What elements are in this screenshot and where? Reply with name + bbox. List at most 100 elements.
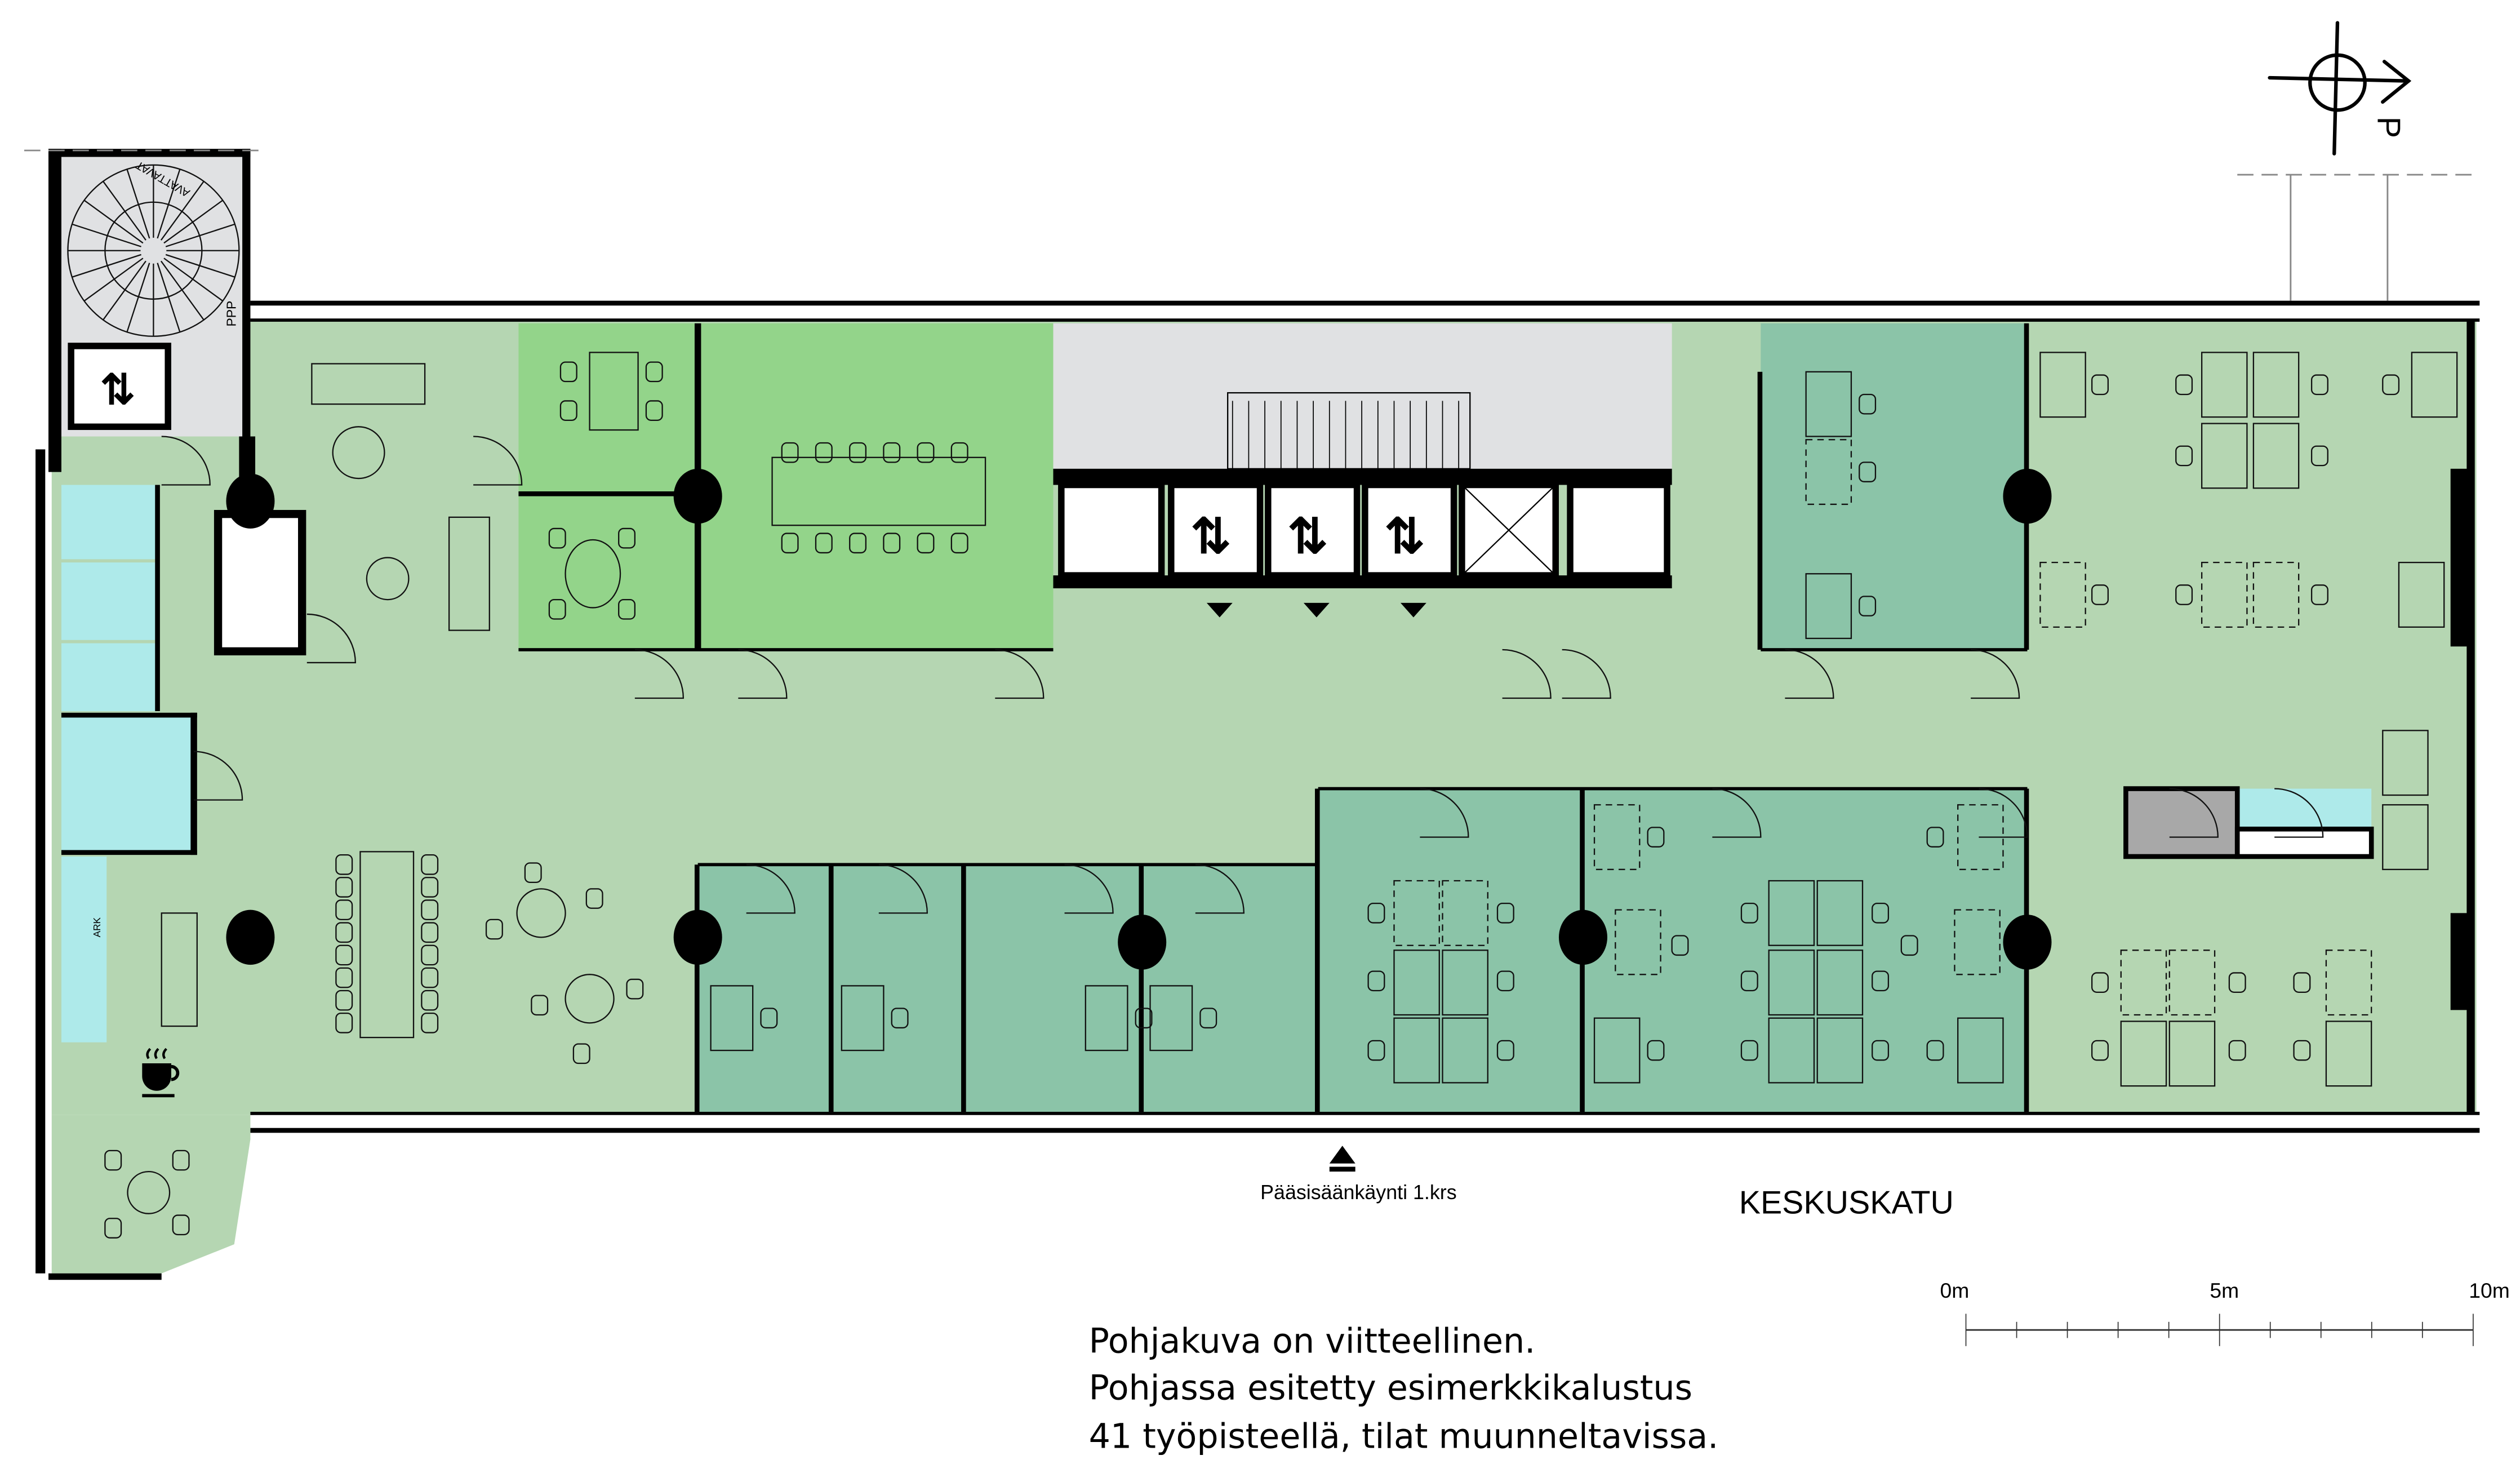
desk xyxy=(2398,562,2445,628)
door-swing xyxy=(194,751,243,801)
note-line-2: Pohjassa esitetty esimerkkikalustus xyxy=(1089,1368,1692,1408)
stair-tread xyxy=(163,199,224,244)
chair xyxy=(1859,596,1877,616)
desk xyxy=(1805,371,1852,437)
column xyxy=(673,909,722,965)
chair xyxy=(883,533,901,554)
workroom-4 xyxy=(1142,864,1318,1112)
chair xyxy=(572,1043,590,1064)
desk xyxy=(2325,1020,2372,1087)
column xyxy=(2003,468,2052,524)
scale-label-5: 5m xyxy=(2210,1279,2239,1302)
entrance-arrow-icon xyxy=(1329,1146,1355,1164)
desk xyxy=(1768,949,1815,1016)
chair xyxy=(1367,1040,1385,1061)
scale-label-0: 0m xyxy=(1940,1279,1970,1302)
door-swing xyxy=(1195,864,1245,914)
bottom-facade-outer xyxy=(250,1128,2480,1133)
desk xyxy=(2168,1020,2216,1087)
desk xyxy=(1816,949,1864,1016)
left-outer-wall xyxy=(48,149,61,472)
chair xyxy=(1199,1008,1217,1029)
chair xyxy=(524,862,542,884)
entrance-label: Pääsisäänkäynti 1.krs xyxy=(1260,1181,1457,1204)
chair xyxy=(950,533,968,554)
chair xyxy=(421,877,439,898)
chair xyxy=(421,899,439,920)
chair xyxy=(1496,1040,1514,1061)
door-swing xyxy=(1971,649,2020,699)
entrance-bar xyxy=(1329,1166,1355,1172)
south-rooms-top-2 xyxy=(1318,787,2028,791)
chair xyxy=(335,1012,353,1033)
main-entrance-marker: Pääsisäänkäynti 1.krs xyxy=(1260,1146,1457,1204)
stair-tread xyxy=(165,254,235,278)
stair-tread xyxy=(83,258,144,302)
chair xyxy=(2293,972,2311,993)
chair xyxy=(559,361,577,383)
chair xyxy=(1496,903,1514,924)
kitchen-storage xyxy=(2123,786,2240,859)
chair xyxy=(421,967,439,988)
chair xyxy=(421,854,439,875)
chair xyxy=(104,1218,122,1239)
stair-right-wall xyxy=(242,149,251,440)
door-swing xyxy=(1785,649,1834,699)
desk xyxy=(2120,949,2167,1016)
north-label: P xyxy=(2371,117,2407,138)
chair xyxy=(2310,584,2328,605)
door-swing xyxy=(995,649,1045,699)
chair xyxy=(1740,970,1758,992)
column xyxy=(2003,915,2052,970)
workroom-north-wall-left xyxy=(1757,371,1763,650)
door-swing xyxy=(2169,788,2219,838)
round-table xyxy=(332,426,385,480)
door-swing xyxy=(1712,788,1762,838)
corner-lounge xyxy=(51,1115,251,1274)
chair xyxy=(2175,584,2193,605)
conference-table xyxy=(771,456,986,526)
chair xyxy=(2382,374,2400,396)
chair xyxy=(883,442,901,463)
shaft-label: PPP xyxy=(224,301,239,327)
workroom-1 xyxy=(697,864,832,1112)
wc-1 xyxy=(61,485,158,560)
desk xyxy=(2120,1020,2167,1087)
stair-tread xyxy=(160,181,205,241)
sofa xyxy=(311,363,426,405)
column xyxy=(1118,915,1167,970)
stair-tread xyxy=(160,260,205,321)
chair xyxy=(618,527,635,549)
chair xyxy=(2310,445,2328,467)
round-table xyxy=(565,974,615,1024)
chair xyxy=(1926,827,1944,848)
chair xyxy=(172,1150,190,1171)
desk xyxy=(1085,985,1128,1051)
meeting-wall-2 xyxy=(518,491,698,496)
elevator-car xyxy=(1265,481,1361,579)
stair-tread xyxy=(157,263,181,332)
door-swing xyxy=(738,649,788,699)
sofa xyxy=(448,516,490,631)
column xyxy=(226,473,275,529)
wc-block-wall xyxy=(155,485,160,711)
round-table xyxy=(516,888,566,938)
meeting-room-small-1 xyxy=(518,323,698,495)
elevator-bank: ⇅⇅⇅ xyxy=(1058,392,1670,618)
chair xyxy=(1872,1040,1890,1061)
chair xyxy=(559,400,577,421)
door-swing xyxy=(1420,788,1469,838)
desk xyxy=(2411,352,2458,418)
door-swing xyxy=(161,436,211,486)
desk xyxy=(1393,1017,1440,1084)
elevator-car xyxy=(1168,481,1264,579)
disclaimer-notes: Pohjakuva on viitteellinen. Pohjassa esi… xyxy=(1089,1321,1719,1456)
desk xyxy=(2252,423,2300,489)
left-facade xyxy=(35,449,46,1274)
chair xyxy=(335,944,353,966)
desk xyxy=(1816,1017,1864,1084)
chair xyxy=(335,877,353,898)
note-line-1: Pohjakuva on viitteellinen. xyxy=(1089,1321,1536,1361)
desk xyxy=(1615,909,1661,975)
kitchenette-label: ARK xyxy=(91,917,103,938)
